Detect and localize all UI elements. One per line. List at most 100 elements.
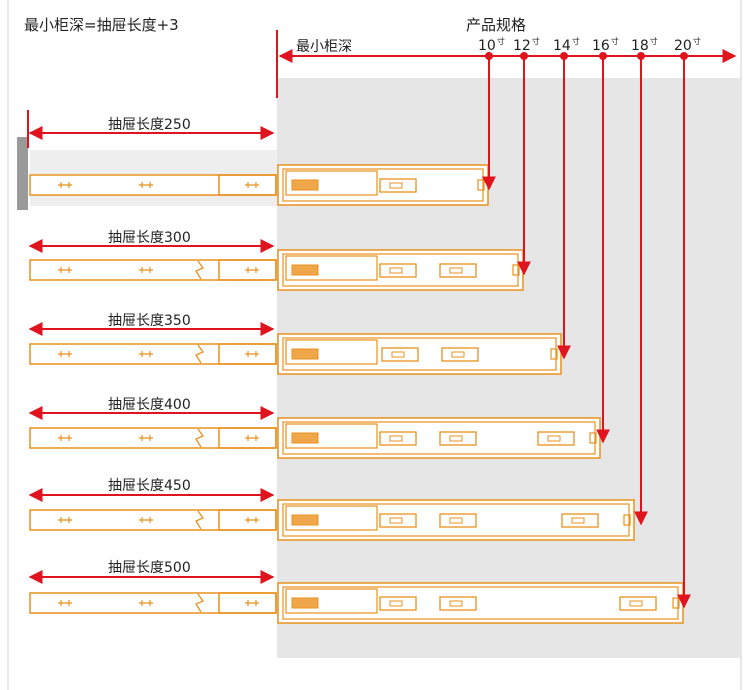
drawer-length-arrows [28, 126, 275, 584]
slide-rail-6 [29, 582, 684, 624]
screw-hole-mark [139, 435, 153, 441]
screw-hole-mark [139, 267, 153, 273]
size-label-12: 12寸 [513, 37, 540, 54]
break-mark [195, 344, 204, 364]
mounting-slot-inner [391, 351, 405, 358]
mounting-slot [439, 596, 477, 611]
screw-hole-mark [139, 517, 153, 523]
end-stop [623, 514, 631, 526]
release-lever [291, 514, 319, 526]
size-dot-5 [637, 52, 645, 60]
screw-hole-mark [245, 182, 259, 188]
mounting-slot-inner [449, 600, 463, 607]
mounting-slot [439, 263, 477, 278]
mounting-slot-inner [571, 517, 585, 524]
screw-hole-mark [139, 600, 153, 606]
size-label-16: 16寸 [592, 37, 619, 54]
outer-member [277, 582, 684, 624]
mounting-slot-inner [449, 435, 463, 442]
outer-member-inner-edge [282, 503, 630, 537]
ball-cage [285, 588, 378, 614]
size-drop-lines [482, 52, 691, 609]
screw-hole-mark [245, 517, 259, 523]
release-lever [291, 348, 319, 360]
mounting-slot-inner [451, 351, 465, 358]
drawer-length-label-350: 抽屉长度350 [108, 313, 191, 329]
drawer-length-label-500: 抽屉长度500 [108, 560, 191, 576]
mounting-slot-inner [389, 517, 403, 524]
spec-title: 产品规格 [466, 16, 527, 34]
outer-member [277, 333, 562, 375]
break-mark [195, 510, 204, 530]
screw-hole-mark [58, 267, 72, 273]
wall-block [17, 137, 28, 210]
ball-cage [285, 255, 378, 281]
screw-hole-mark [58, 600, 72, 606]
size-label-20: 20寸 [674, 37, 701, 54]
mounting-slot [379, 263, 417, 278]
slide-rail-5 [29, 499, 635, 541]
mounting-slot-inner [389, 182, 403, 189]
break-mark [195, 428, 204, 448]
slide-rail-2 [29, 249, 524, 291]
inner-member-end [218, 259, 277, 281]
slide-rail-3 [29, 333, 562, 375]
size-label-18: 18寸 [631, 37, 658, 54]
outer-member [277, 417, 601, 459]
size-label-10: 10寸 [478, 37, 505, 54]
size-dot-1 [485, 52, 493, 60]
mounting-slot-inner [629, 600, 643, 607]
screw-hole-mark [245, 435, 259, 441]
mounting-slot [379, 596, 417, 611]
mounting-slot [441, 347, 479, 362]
screw-hole-mark [58, 517, 72, 523]
mounting-slot [561, 513, 599, 528]
ball-cage [285, 170, 378, 196]
mounting-slot [379, 178, 417, 193]
size-dot-6 [680, 52, 688, 60]
inner-member-end [218, 509, 277, 531]
outer-member-inner-edge [282, 421, 596, 455]
size-dot-3 [560, 52, 568, 60]
ball-cage [285, 505, 378, 531]
drawer-length-label-450: 抽屉长度450 [108, 478, 191, 494]
slide-rail-4 [29, 417, 601, 459]
screw-hole-mark [245, 267, 259, 273]
break-mark [195, 593, 204, 613]
screw-hole-mark [245, 600, 259, 606]
release-lever [291, 432, 319, 444]
inner-member-end [218, 427, 277, 449]
release-lever [291, 179, 319, 191]
slide-rails [29, 164, 684, 624]
drawer-length-label-250: 抽屉长度250 [108, 117, 191, 133]
drawer-length-label-300: 抽屉长度300 [108, 230, 191, 246]
mounting-slot [537, 431, 575, 446]
screw-hole-mark [139, 182, 153, 188]
mounting-slot [439, 513, 477, 528]
formula-text: 最小柜深=抽屉长度+3 [24, 16, 179, 34]
size-dot-4 [599, 52, 607, 60]
break-mark [195, 260, 204, 280]
mounting-slot [381, 347, 419, 362]
mounting-slot-inner [389, 600, 403, 607]
screw-hole-mark [245, 351, 259, 357]
slide-rail-1 [29, 164, 489, 206]
size-dot-2 [520, 52, 528, 60]
min-depth-label: 最小柜深 [296, 39, 352, 55]
size-label-14: 14寸 [553, 37, 580, 54]
inner-member-end [218, 343, 277, 365]
mounting-slot [439, 431, 477, 446]
screw-hole-mark [58, 182, 72, 188]
inner-member-end [218, 174, 277, 196]
screw-hole-mark [58, 435, 72, 441]
mounting-slot [619, 596, 657, 611]
outer-member-inner-edge [282, 337, 557, 371]
mounting-slot-inner [547, 435, 561, 442]
outer-member [277, 249, 524, 291]
mounting-slot [379, 513, 417, 528]
screw-hole-mark [58, 351, 72, 357]
mounting-slot [379, 431, 417, 446]
ball-cage [285, 339, 378, 365]
release-lever [291, 264, 319, 276]
ball-cage [285, 423, 378, 449]
